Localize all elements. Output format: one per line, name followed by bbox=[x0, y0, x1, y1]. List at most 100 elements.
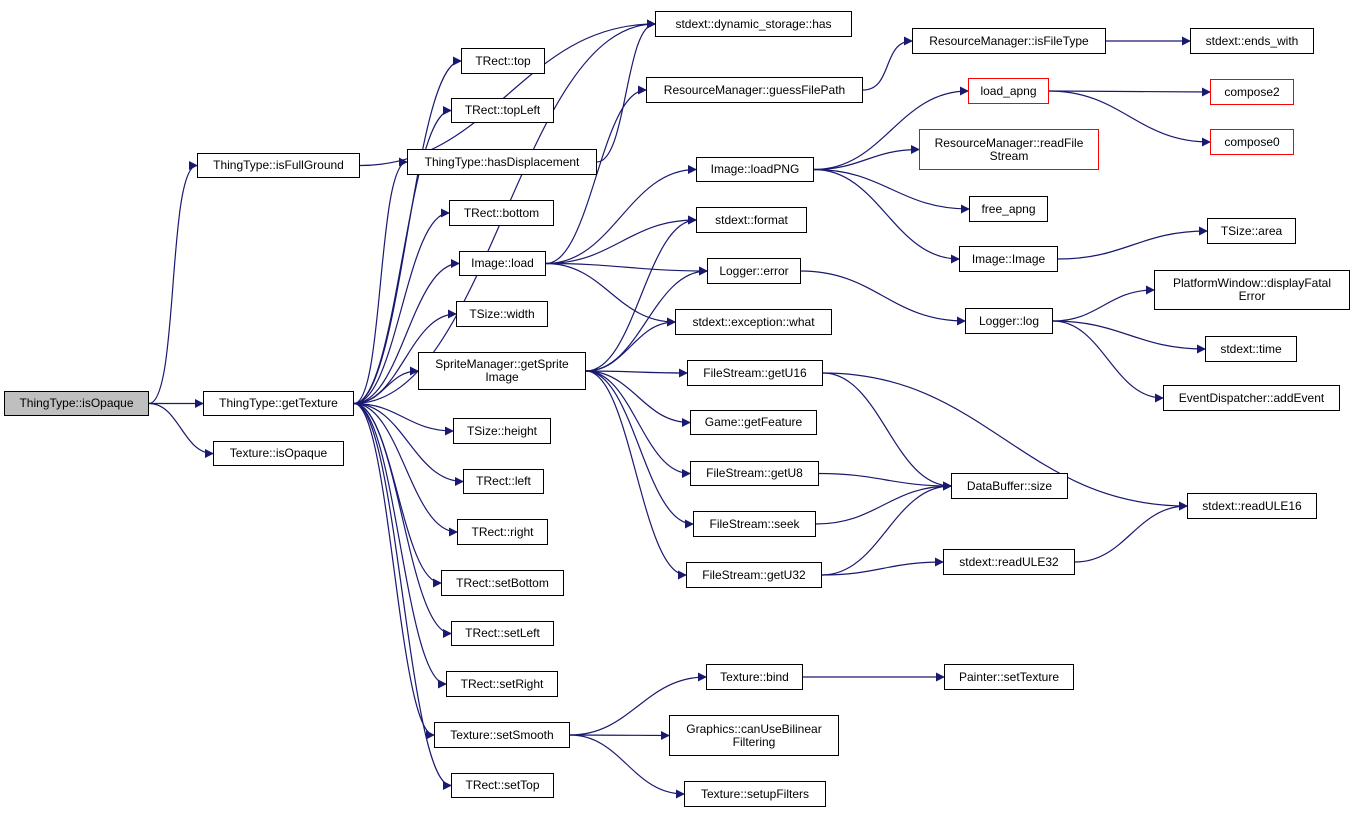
node-trect-topleft[interactable]: TRect::topLeft bbox=[451, 98, 554, 123]
node-platformwindow-displayfatalerror[interactable]: PlatformWindow::displayFatal Error bbox=[1154, 270, 1350, 310]
node-thingtype-isopaque: ThingType::isOpaque bbox=[4, 391, 149, 416]
edge-getSpriteImage-to-getU8 bbox=[585, 370, 691, 478]
node-painter-settexture[interactable]: Painter::setTexture bbox=[944, 664, 1074, 690]
node-trect-left[interactable]: TRect::left bbox=[463, 469, 544, 494]
node-resourcemanager-isfiletype[interactable]: ResourceManager::isFileType bbox=[912, 28, 1106, 54]
node-filestream-getu16[interactable]: FileStream::getU16 bbox=[687, 360, 823, 386]
node-thingtype-isfullground[interactable]: ThingType::isFullGround bbox=[197, 153, 360, 178]
node-texture-bind[interactable]: Texture::bind bbox=[706, 664, 803, 690]
edge-isOpaque_root-to-isFullGround bbox=[148, 161, 198, 405]
edge-loadApng-to-compose2 bbox=[1048, 87, 1211, 97]
edge-loadPNG-to-freeApng bbox=[813, 168, 970, 214]
edge-getTexture-to-setSmooth bbox=[353, 402, 435, 740]
node-tsize-width[interactable]: TSize::width bbox=[456, 301, 548, 327]
node-filestream-getu32[interactable]: FileStream::getU32 bbox=[686, 562, 822, 588]
node-thingtype-gettexture[interactable]: ThingType::getTexture bbox=[203, 391, 354, 416]
node-image-load[interactable]: Image::load bbox=[459, 251, 546, 276]
node-texture-setsmooth[interactable]: Texture::setSmooth bbox=[434, 722, 570, 748]
node-texture-setupfilters[interactable]: Texture::setupFilters bbox=[684, 781, 826, 807]
edge-getU16-to-readULE16 bbox=[822, 372, 1188, 511]
edge-imgLoad-to-guessFilePath bbox=[545, 85, 647, 265]
edge-getU16-to-dbSize bbox=[822, 372, 952, 491]
node-free-apng[interactable]: free_apng bbox=[969, 196, 1048, 222]
edge-getTexture-to-hasDisp bbox=[353, 157, 408, 405]
node-stdext-ends-with[interactable]: stdext::ends_with bbox=[1190, 28, 1314, 54]
edge-hasDisp-to-dynHas bbox=[596, 19, 656, 163]
node-resourcemanager-guessfilepath[interactable]: ResourceManager::guessFilePath bbox=[646, 77, 863, 103]
node-stdext-exception-what[interactable]: stdext::exception::what bbox=[675, 309, 832, 335]
edge-setSmooth-to-setupFilters bbox=[569, 734, 685, 799]
edge-getTexture-to-topLeft bbox=[353, 106, 452, 405]
edge-loggerLog-to-displayFatal bbox=[1052, 285, 1155, 322]
edge-loadPNG-to-readFileStream bbox=[813, 145, 920, 171]
edge-guessFilePath-to-isFileType bbox=[862, 36, 913, 91]
node-eventdispatcher-addevent[interactable]: EventDispatcher::addEvent bbox=[1163, 385, 1340, 411]
node-compose2[interactable]: compose2 bbox=[1210, 79, 1294, 105]
edge-getTexture-to-setTop bbox=[353, 402, 452, 790]
edge-getSpriteImage-to-getU32 bbox=[585, 370, 687, 580]
node-thingtype-hasdisplacement[interactable]: ThingType::hasDisplacement bbox=[407, 149, 597, 175]
edge-getU32-to-readULE32 bbox=[821, 557, 944, 576]
edge-getTexture-to-height bbox=[353, 402, 454, 436]
edge-loadPNG-to-imageCtor bbox=[813, 168, 960, 264]
edge-getTexture-to-bottom bbox=[353, 208, 450, 405]
edge-getTexture-to-getSpriteImage bbox=[353, 366, 419, 405]
node-filestream-seek[interactable]: FileStream::seek bbox=[693, 511, 816, 537]
node-trect-right[interactable]: TRect::right bbox=[457, 519, 548, 545]
node-stdext-format[interactable]: stdext::format bbox=[696, 207, 807, 233]
edge-isOpaque_root-to-texIsOpaque bbox=[148, 402, 214, 458]
edge-getTexture-to-setRight bbox=[353, 402, 447, 689]
edge-loggerLog-to-addEvent bbox=[1052, 320, 1164, 403]
node-trect-setleft[interactable]: TRect::setLeft bbox=[451, 621, 554, 646]
edge-getTexture-to-setLeft bbox=[353, 402, 452, 638]
edge-loggerLog-to-time bbox=[1052, 320, 1206, 354]
edge-isFullGround-to-dynHas bbox=[359, 19, 656, 167]
node-logger-log[interactable]: Logger::log bbox=[965, 308, 1053, 334]
edge-loggerError-to-loggerLog bbox=[800, 270, 966, 326]
edge-readULE32-to-readULE16 bbox=[1074, 501, 1188, 563]
edge-getTexture-to-right bbox=[353, 402, 458, 537]
node-trect-setright[interactable]: TRect::setRight bbox=[446, 671, 558, 697]
node-graphics-canusebilinearfiltering[interactable]: Graphics::canUseBilinear Filtering bbox=[669, 715, 839, 756]
edge-seek-to-dbSize bbox=[815, 481, 952, 525]
node-stdext-readule16[interactable]: stdext::readULE16 bbox=[1187, 493, 1317, 519]
node-trect-bottom[interactable]: TRect::bottom bbox=[449, 200, 554, 226]
node-spritemanager-getspriteimage[interactable]: SpriteManager::getSprite Image bbox=[418, 352, 586, 390]
node-logger-error[interactable]: Logger::error bbox=[707, 258, 801, 284]
node-resourcemanager-readfilestream[interactable]: ResourceManager::readFile Stream bbox=[919, 129, 1099, 170]
node-load-apng[interactable]: load_apng bbox=[968, 78, 1049, 104]
node-tsize-height[interactable]: TSize::height bbox=[453, 418, 551, 444]
node-image-loadpng[interactable]: Image::loadPNG bbox=[696, 157, 814, 182]
node-trect-settop[interactable]: TRect::setTop bbox=[451, 773, 554, 798]
edge-loadPNG-to-loadApng bbox=[813, 86, 969, 171]
edge-loadApng-to-compose0 bbox=[1048, 90, 1211, 147]
node-tsize-area[interactable]: TSize::area bbox=[1207, 218, 1296, 244]
edge-getU8-to-dbSize bbox=[818, 472, 952, 491]
node-filestream-getu8[interactable]: FileStream::getU8 bbox=[690, 461, 819, 486]
node-stdext-time[interactable]: stdext::time bbox=[1205, 336, 1297, 362]
node-stdext-dynamic-storage-has[interactable]: stdext::dynamic_storage::has bbox=[655, 11, 852, 37]
node-trect-top[interactable]: TRect::top bbox=[461, 48, 545, 74]
edge-imgLoad-to-exWhat bbox=[545, 262, 676, 327]
node-databuffer-size[interactable]: DataBuffer::size bbox=[951, 473, 1068, 499]
edge-imageCtor-to-area bbox=[1057, 226, 1208, 260]
edge-getTexture-to-imgLoad bbox=[353, 259, 460, 405]
edge-getU32-to-dbSize bbox=[821, 481, 952, 576]
edge-setSmooth-to-canUseBilinear bbox=[569, 730, 670, 740]
node-stdext-readule32[interactable]: stdext::readULE32 bbox=[943, 549, 1075, 575]
edge-imgLoad-to-format bbox=[545, 215, 697, 265]
edge-imgLoad-to-loadPNG bbox=[545, 165, 697, 265]
edge-getSpriteImage-to-getFeature bbox=[585, 370, 691, 427]
node-game-getfeature[interactable]: Game::getFeature bbox=[690, 410, 817, 435]
node-compose0[interactable]: compose0 bbox=[1210, 129, 1294, 155]
node-texture-isopaque[interactable]: Texture::isOpaque bbox=[213, 441, 344, 466]
edge-getTexture-to-left bbox=[353, 402, 464, 486]
node-trect-setbottom[interactable]: TRect::setBottom bbox=[441, 570, 564, 596]
edge-getSpriteImage-to-exWhat bbox=[585, 317, 676, 372]
edge-imgLoad-to-loggerError bbox=[545, 262, 708, 276]
edge-getSpriteImage-to-getU16 bbox=[585, 368, 688, 378]
node-image-image[interactable]: Image::Image bbox=[959, 246, 1058, 272]
edge-getSpriteImage-to-seek bbox=[585, 370, 694, 529]
